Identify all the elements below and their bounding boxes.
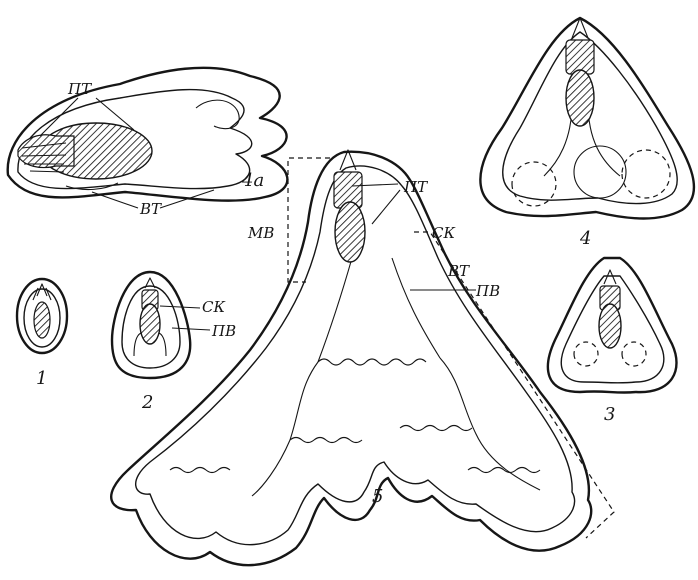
label-mv-5: МВ: [247, 224, 274, 242]
stage-4-crown: [566, 40, 594, 74]
label-pt-4a: ПТ: [67, 80, 92, 98]
label-pt-5: ПТ: [403, 178, 428, 196]
stage-4-drawing: [480, 18, 694, 219]
figure-number-3: 3: [604, 404, 615, 425]
stage-1-bud: [34, 302, 50, 338]
label-pv-2: ПВ: [211, 322, 236, 340]
label-vt-4a: ВТ: [139, 200, 162, 218]
figure-number-2: 2: [141, 392, 153, 413]
stage-3-drawing: [548, 258, 677, 393]
label-sk-5: СК: [432, 224, 455, 242]
stage-2-bud: [140, 304, 160, 344]
stage-4-bud: [566, 70, 594, 126]
figure-number-4: 4: [579, 228, 591, 249]
label-sk-2: СК: [202, 298, 225, 316]
figure-number-1: 1: [36, 368, 47, 389]
label-vt-5: ВТ: [447, 262, 470, 280]
stage-1-drawing: [17, 279, 67, 353]
figure-number-5: 5: [372, 486, 383, 507]
stage-5-bud: [335, 202, 365, 262]
stage-2-drawing: [112, 272, 190, 378]
stage-3-bud: [599, 304, 621, 348]
figure-number-4a: 4а: [241, 170, 264, 191]
label-pv-5: ПВ: [475, 282, 500, 300]
